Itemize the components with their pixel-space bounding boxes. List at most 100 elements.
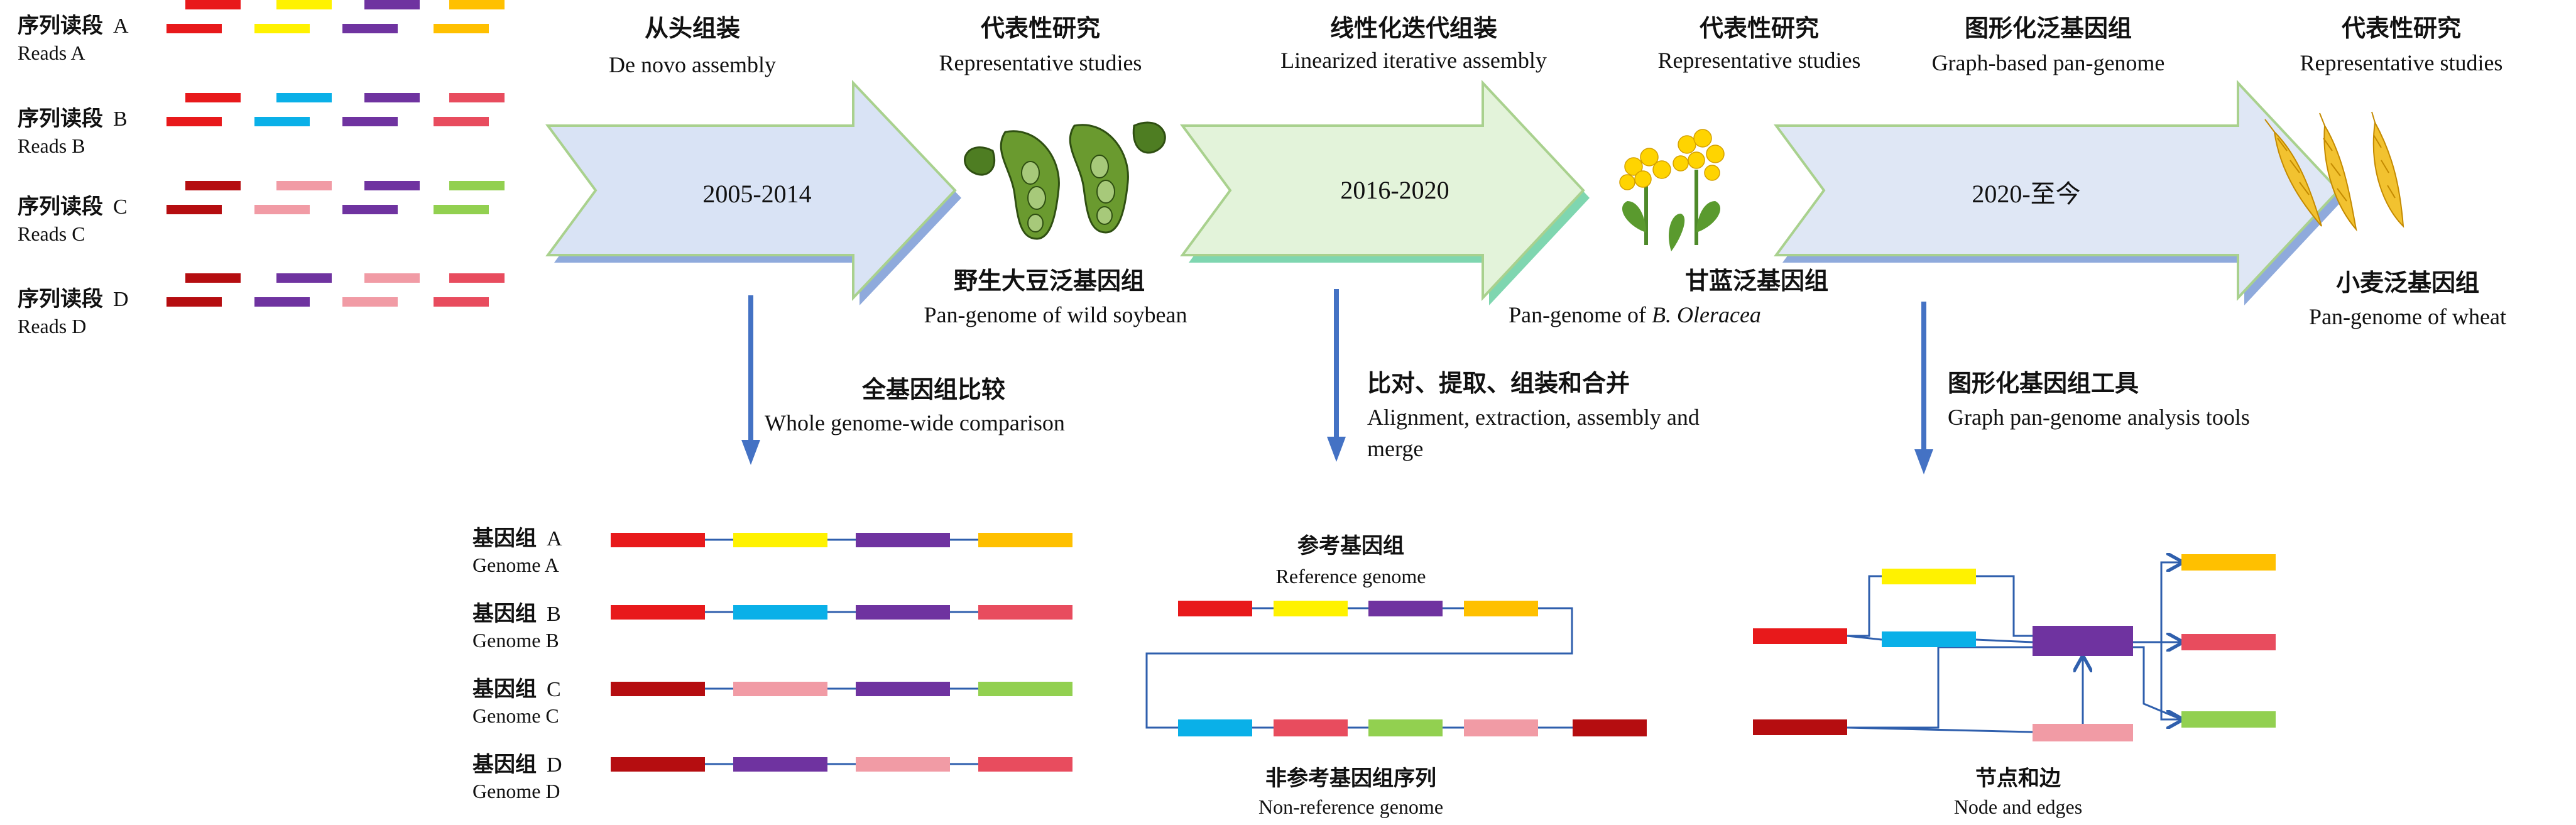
nonref-segment	[1368, 719, 1443, 736]
genome-label-en: Genome C	[472, 704, 559, 727]
stage-title-zh: 从头组装	[645, 14, 740, 42]
graph-label-en: Node and edges	[1954, 795, 2082, 818]
timeline-arrow-2005-2014	[545, 79, 957, 302]
graph-node-yellow	[1882, 569, 1976, 584]
result-title-en: Pan-genome of wheat	[2309, 304, 2506, 329]
years-label: 2020-至今	[1972, 180, 2080, 208]
graph-node-out-red	[2181, 634, 2276, 650]
nonref-segment	[1573, 719, 1647, 736]
genome-segment	[611, 533, 705, 547]
genome-segment	[611, 757, 705, 772]
genome-segment	[611, 605, 705, 620]
result-title-en: Pan-genome of B. Oleracea	[1509, 302, 1761, 327]
method-title-en: merge	[1367, 436, 1423, 461]
reads-group-c: 序列读段 C Reads C	[18, 194, 128, 245]
reference-label-zh: 参考基因组	[1297, 533, 1404, 559]
genome-label-letter: D	[547, 753, 562, 777]
graph-label-zh: 节点和边	[1975, 766, 2061, 791]
read-segment	[185, 0, 241, 9]
rep-title-zh: 代表性研究	[2342, 14, 2461, 42]
reference-label-en: Reference genome	[1276, 565, 1426, 587]
reads-label-letter: A	[113, 14, 129, 38]
graph-edge	[1975, 638, 2033, 643]
reads-label-en: Reads C	[18, 222, 85, 245]
graph-node-red-bottom	[1753, 719, 1847, 735]
result-title-zh: 野生大豆泛基因组	[954, 267, 1145, 295]
genome-segment	[856, 605, 950, 620]
read-segment	[254, 117, 310, 126]
nonref-segment	[1178, 719, 1252, 736]
reference-segment	[1464, 601, 1538, 616]
reads-group-a: 序列读段 A Reads A	[18, 13, 129, 64]
read-segment	[166, 205, 222, 214]
genome-label-en: Genome A	[472, 554, 559, 576]
genome-segment	[978, 757, 1072, 772]
read-segment	[449, 181, 505, 190]
read-segment	[185, 181, 241, 190]
genome-label-zh: 基因组	[472, 526, 537, 551]
read-segment	[166, 297, 222, 307]
read-segment	[342, 205, 398, 214]
years-label: 2016-2020	[1340, 176, 1449, 204]
stage-title-zh: 线性化迭代组装	[1330, 14, 1497, 42]
graph-edge	[1847, 646, 2033, 729]
wheat-icon	[2264, 111, 2404, 232]
genome-label-letter: B	[547, 603, 561, 626]
stage-title-en: Linearized iterative assembly	[1280, 48, 1547, 73]
down-arrow-head	[1914, 449, 1933, 474]
read-segment	[364, 93, 420, 102]
reads-label-en: Reads D	[18, 315, 86, 337]
stage-title-en: De novo assembly	[609, 52, 776, 77]
reference-block: 参考基因组 Reference genome 非参考基因组序列 Non-refe…	[1145, 533, 1647, 818]
read-segment	[276, 93, 332, 102]
genome-label-zh: 基因组	[472, 677, 537, 702]
genome-tracks	[611, 533, 1072, 772]
stage-title-zh: 图形化泛基因组	[1965, 14, 2132, 42]
down-arrow-head	[741, 440, 760, 465]
genome-segment	[856, 682, 950, 696]
method-title-en: Graph pan-genome analysis tools	[1948, 405, 2250, 430]
read-segments	[166, 0, 505, 307]
graph-node-out-orange	[2181, 554, 2276, 571]
genome-segment	[611, 682, 705, 696]
graph-edge	[1847, 575, 1882, 637]
result-title-en: Pan-genome of wild soybean	[924, 302, 1187, 327]
graph-edge	[2133, 646, 2182, 721]
graph-edges	[1847, 562, 2182, 733]
reads-panel: 序列读段 A Reads A 序列读段 B Reads B 序列读段 C Rea…	[18, 0, 505, 337]
read-segment	[364, 181, 420, 190]
read-segment	[254, 24, 310, 33]
reference-segment	[1178, 601, 1252, 616]
reads-group-d: 序列读段 D Reads D	[18, 287, 129, 337]
nonref-label-en: Non-reference genome	[1258, 795, 1443, 818]
reads-label-zh: 序列读段	[18, 106, 103, 131]
read-segment	[434, 205, 489, 214]
method-title-en: Alignment, extraction, assembly and	[1367, 405, 1700, 430]
read-segment	[276, 273, 332, 283]
nonref-segment	[1274, 719, 1348, 736]
nonref-segment	[1464, 719, 1538, 736]
soybean-icon	[964, 121, 1166, 240]
reads-label-zh: 序列读段	[18, 194, 103, 219]
reads-label-en: Reads B	[18, 134, 85, 157]
reads-label-letter: C	[113, 195, 128, 219]
read-segment	[276, 0, 332, 9]
graph-node-out-green	[2181, 711, 2276, 728]
genome-segment	[856, 533, 950, 547]
read-segment	[166, 117, 222, 126]
result-title-en-main: Pan-genome of	[1509, 302, 1652, 327]
method-title-zh: 全基因组比较	[861, 376, 1005, 403]
rapeseed-flower-icon	[1619, 129, 1725, 251]
reads-label-en: Reads A	[18, 41, 85, 64]
genome-label-zh: 基因组	[472, 601, 537, 626]
read-segment	[434, 297, 489, 307]
read-segment	[449, 93, 505, 102]
reads-label-zh: 序列读段	[18, 287, 103, 312]
rep-title-zh: 代表性研究	[981, 14, 1100, 42]
graph-node-pink	[2033, 724, 2133, 741]
stage-results: 野生大豆泛基因组 Pan-genome of wild soybean 甘蓝泛基…	[924, 267, 2506, 329]
graph-edge	[1847, 635, 1882, 641]
years-label: 2005-2014	[702, 180, 811, 208]
reads-group-b: 序列读段 B Reads B	[18, 106, 128, 157]
genome-label-zh: 基因组	[472, 752, 537, 777]
